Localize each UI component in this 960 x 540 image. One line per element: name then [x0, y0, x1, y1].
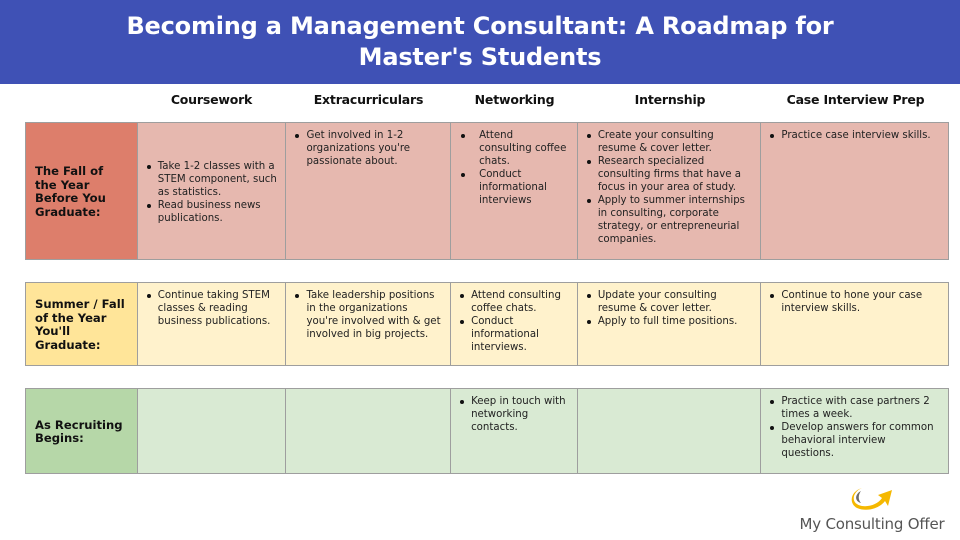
list-item: Continue to hone your case interview ski…	[769, 289, 940, 315]
column-header-extracurriculars: Extracurriculars	[313, 92, 424, 107]
bullet-list: Take leadership positions in the organiz…	[294, 289, 442, 341]
bullet-list: Create your consulting resume & cover le…	[586, 129, 753, 246]
brand-name: My Consulting Offer	[799, 515, 945, 533]
bullet-list: Continue taking STEM classes & reading b…	[146, 289, 278, 328]
list-item: Continue taking STEM classes & reading b…	[146, 289, 278, 328]
list-item: Keep in touch with networking contacts.	[459, 395, 569, 434]
list-item: Conduct informational interviews.	[459, 315, 569, 354]
cell-extracurriculars	[286, 389, 452, 473]
roadmap-row-fall-before: The Fall of the Year Before You Graduate…	[25, 122, 949, 260]
roadmap-row-recruiting-begins: As Recruiting Begins: Keep in touch with…	[25, 388, 949, 474]
title-band: Becoming a Management Consultant: A Road…	[0, 0, 960, 84]
column-header-case-interview-prep: Case Interview Prep	[786, 92, 925, 107]
cell-coursework	[138, 389, 287, 473]
list-item: Create your consulting resume & cover le…	[586, 129, 753, 155]
list-item: Attend consulting coffee chats.	[459, 289, 569, 315]
list-item: Get involved in 1-2 organizations you're…	[294, 129, 442, 168]
row-label: Summer / Fall of the Year You'll Graduat…	[26, 283, 138, 365]
row-label-text: Summer / Fall of the Year You'll Graduat…	[35, 297, 125, 352]
cell-internship: Create your consulting resume & cover le…	[578, 123, 762, 259]
cell-coursework: Take 1-2 classes with a STEM component, …	[138, 123, 287, 259]
bullet-list: Practice with case partners 2 times a we…	[769, 395, 940, 460]
row-label-text: The Fall of the Year Before You Graduate…	[35, 164, 106, 219]
bullet-list: Attend consulting coffee chats. Conduct …	[459, 129, 569, 207]
bullet-list: Attend consulting coffee chats. Conduct …	[459, 289, 569, 354]
cell-coursework: Continue taking STEM classes & reading b…	[138, 283, 287, 365]
list-item: Conduct informational interviews	[459, 168, 569, 207]
roadmap-row-summer-fall-graduate: Summer / Fall of the Year You'll Graduat…	[25, 282, 949, 366]
column-header-internship: Internship	[634, 92, 706, 107]
bullet-list: Practice case interview skills.	[769, 129, 940, 142]
list-item: Apply to full time positions.	[586, 315, 753, 328]
list-item: Take leadership positions in the organiz…	[294, 289, 442, 341]
bullet-list: Get involved in 1-2 organizations you're…	[294, 129, 442, 168]
column-headers: Coursework Extracurriculars Networking I…	[0, 92, 960, 112]
list-item: Practice case interview skills.	[769, 129, 940, 142]
cell-internship: Update your consulting resume & cover le…	[578, 283, 762, 365]
cell-case-interview-prep: Practice with case partners 2 times a we…	[761, 389, 948, 473]
cell-networking: Attend consulting coffee chats. Conduct …	[451, 123, 578, 259]
curved-arrow-logo-icon	[851, 488, 892, 510]
cell-networking: Keep in touch with networking contacts.	[451, 389, 578, 473]
list-item: Read business news publications.	[146, 199, 278, 225]
row-label: The Fall of the Year Before You Graduate…	[26, 123, 138, 259]
cell-networking: Attend consulting coffee chats. Conduct …	[451, 283, 578, 365]
list-item: Update your consulting resume & cover le…	[586, 289, 753, 315]
list-item: Research specialized consulting firms th…	[586, 155, 753, 194]
bullet-list: Update your consulting resume & cover le…	[586, 289, 753, 328]
page-title: Becoming a Management Consultant: A Road…	[126, 12, 834, 71]
list-item: Apply to summer internships in consultin…	[586, 194, 753, 246]
list-item: Practice with case partners 2 times a we…	[769, 395, 940, 421]
cell-extracurriculars: Take leadership positions in the organiz…	[286, 283, 452, 365]
brand-logo: My Consulting Offer	[792, 484, 952, 536]
column-header-coursework: Coursework	[170, 92, 253, 107]
bullet-list: Continue to hone your case interview ski…	[769, 289, 940, 315]
list-item: Develop answers for common behavioral in…	[769, 421, 940, 460]
column-header-networking: Networking	[474, 92, 555, 107]
row-label: As Recruiting Begins:	[26, 389, 138, 473]
list-item: Attend consulting coffee chats.	[459, 129, 569, 168]
cell-internship	[578, 389, 762, 473]
row-label-text: As Recruiting Begins:	[35, 417, 123, 445]
bullet-list: Keep in touch with networking contacts.	[459, 395, 569, 434]
cell-extracurriculars: Get involved in 1-2 organizations you're…	[286, 123, 452, 259]
bullet-list: Take 1-2 classes with a STEM component, …	[146, 160, 278, 225]
cell-case-interview-prep: Continue to hone your case interview ski…	[761, 283, 948, 365]
list-item: Take 1-2 classes with a STEM component, …	[146, 160, 278, 199]
cell-case-interview-prep: Practice case interview skills.	[761, 123, 948, 259]
